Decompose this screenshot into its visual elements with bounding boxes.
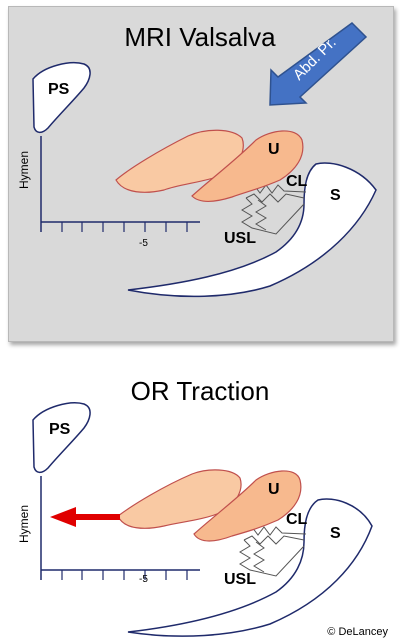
axis-tick-label: -5 xyxy=(139,238,148,249)
label-ps: PS xyxy=(48,81,70,98)
uterosacral-ligament xyxy=(241,197,305,235)
label-cl: CL xyxy=(286,173,308,190)
panel-title: OR Traction xyxy=(130,376,270,406)
label-usl: USL xyxy=(224,230,256,247)
label-s: S xyxy=(330,525,341,542)
label-ps: PS xyxy=(49,421,71,438)
pubic-symphysis: PS xyxy=(32,62,91,134)
sacrum: S xyxy=(127,498,373,637)
sacrum: S xyxy=(127,162,377,298)
axis-label-hymen: Hymen xyxy=(17,151,31,189)
abdominal-pressure-arrow: Abd. Pr. xyxy=(269,22,368,106)
label-usl: USL xyxy=(224,571,256,588)
axis-tick-label: -5 xyxy=(139,574,148,585)
pubic-symphysis: PS xyxy=(32,402,91,474)
copyright-notice: © DeLancey xyxy=(327,626,388,638)
vagina xyxy=(117,469,242,529)
hymen-axis: -5 Hymen xyxy=(17,476,200,585)
panel-title: MRI Valsalva xyxy=(124,22,276,52)
label-cl: CL xyxy=(286,511,308,528)
panel-or-traction: OR Traction PS -5 Hymen S xyxy=(0,344,400,644)
hymen-axis: -5 Hymen xyxy=(17,136,200,249)
label-u: U xyxy=(268,141,280,158)
axis-label-hymen: Hymen xyxy=(17,505,31,543)
uterosacral-ligament xyxy=(239,539,305,577)
diagram-or-traction: PS -5 Hymen S xyxy=(17,402,373,637)
panel-mri-valsalva: MRI Valsalva Abd. Pr. PS -5 xyxy=(8,6,394,342)
label-s: S xyxy=(330,187,341,204)
traction-arrow xyxy=(50,507,120,527)
diagram-mri-valsalva: Abd. Pr. PS -5 Hymen S xyxy=(17,22,377,298)
label-u: U xyxy=(268,481,280,498)
uterus: U xyxy=(193,470,302,542)
uterus: U xyxy=(191,130,304,202)
